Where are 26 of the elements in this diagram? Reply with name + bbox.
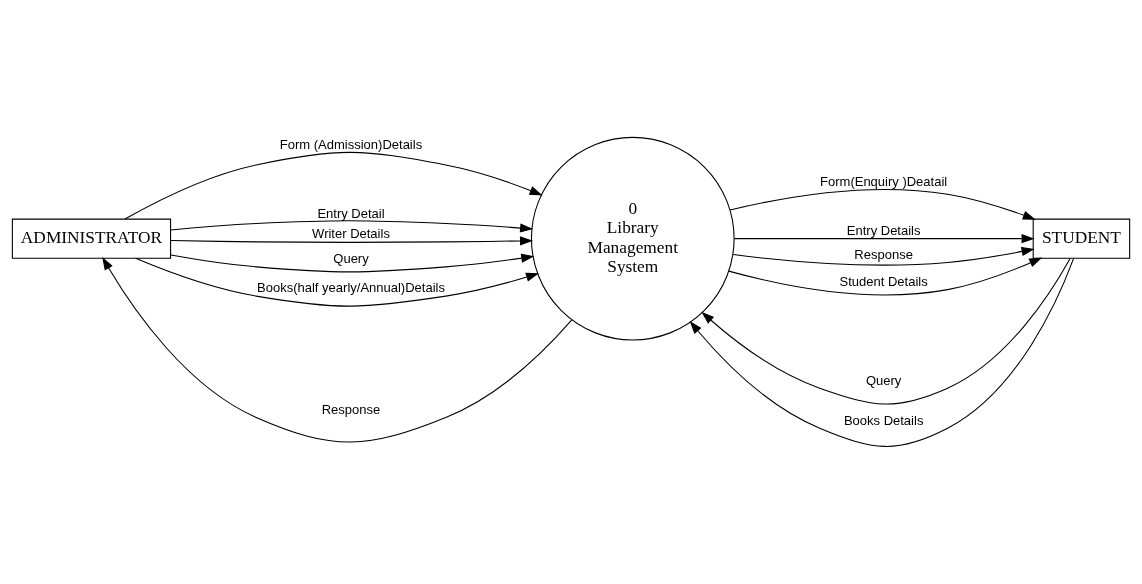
arrow [729, 189, 1036, 220]
arrow [733, 234, 1035, 244]
arrow [732, 247, 1035, 266]
edge-label: Writer Details [312, 226, 390, 242]
arrow [135, 257, 540, 307]
arrow [124, 151, 543, 220]
edge-label: Student Details [839, 273, 928, 289]
edge-label: Response [854, 246, 913, 262]
edge-label: Query [865, 372, 902, 388]
edge-label: Response [321, 401, 381, 417]
edge-label: Books(half yearly/Annual)Details [257, 280, 445, 296]
arrow [170, 236, 533, 246]
arrow [689, 257, 1075, 447]
arrow [170, 253, 535, 273]
edge-label: Form (Admission)Details [279, 137, 423, 153]
arrow [102, 256, 573, 443]
arrow [728, 257, 1043, 296]
arrow [701, 257, 1071, 405]
edge-label: Query [333, 251, 369, 267]
edge-label: Form(Enquiry )Deatail [820, 174, 948, 190]
edge-label: Entry Details [846, 222, 921, 238]
arrow [170, 220, 534, 233]
node-box: ADMINISTRATOR [11, 218, 172, 259]
edge-label: Entry Detail [317, 205, 385, 221]
node-box: STUDENT [1032, 218, 1131, 259]
edge-label: Books Details [843, 412, 924, 428]
